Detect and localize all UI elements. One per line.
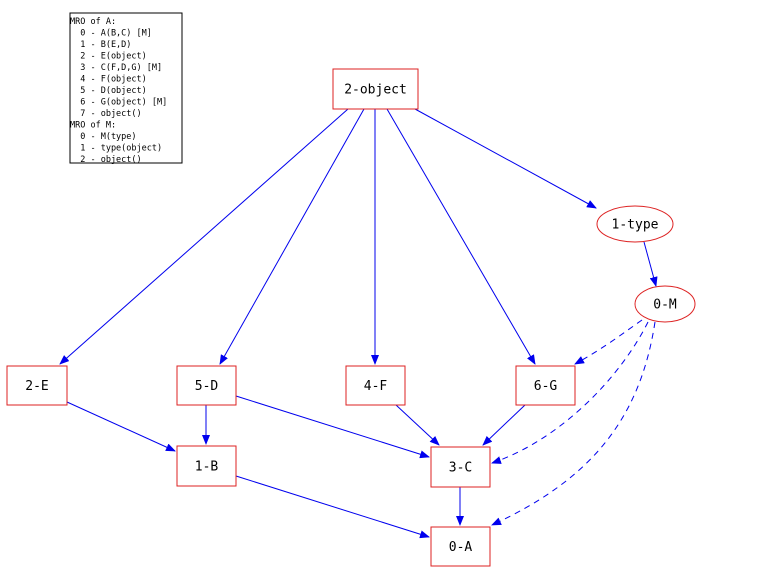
node-b: 1-B (176, 445, 237, 487)
node-d-shape (176, 365, 237, 406)
node-type-label: 1-type (612, 218, 659, 233)
node-g-shape (515, 365, 576, 406)
node-c: 3-C (430, 446, 491, 488)
node-a: 0-A (430, 526, 491, 567)
node-m: 0-M (634, 285, 696, 323)
edge-m-to-g (574, 319, 643, 365)
edges-layer (59, 108, 658, 539)
node-type-shape (596, 205, 674, 243)
edge-m-to-c (491, 321, 649, 464)
node-object-shape (332, 68, 419, 110)
legend-line: 3 - C(F,D,G) [M] (70, 63, 162, 73)
edge-g-to-c (482, 404, 526, 446)
node-f-shape (345, 365, 406, 406)
node-type: 1-type (596, 205, 674, 243)
legend-line: 2 - object() (70, 155, 142, 165)
node-a-label: 0-A (449, 540, 473, 555)
node-e: 2-E (6, 365, 68, 406)
node-a-shape (430, 526, 491, 567)
legend-line: 5 - D(object) (70, 86, 147, 96)
node-b-shape (176, 445, 237, 487)
legend-line: MRO of A: (70, 17, 116, 27)
legend-line: 2 - E(object) (70, 52, 147, 62)
legend-frame (69, 12, 183, 164)
node-g: 6-G (515, 365, 576, 406)
node-c-label: 3-C (449, 461, 472, 476)
edge-object-to-e (59, 108, 349, 365)
legend-line: 1 - B(E,D) (70, 40, 131, 50)
legend-line: 0 - M(type) (70, 132, 137, 142)
legend-line: 1 - type(object) (70, 144, 162, 154)
node-f: 4-F (345, 365, 406, 406)
node-m-shape (634, 285, 696, 323)
edge-e-to-b (66, 401, 176, 452)
node-object-label: 2-object (344, 83, 407, 98)
edge-d-to-c (235, 395, 430, 459)
legend-box: MRO of A: 0 - A(B,C) [M] 1 - B(E,D) 2 - … (69, 12, 183, 165)
node-e-shape (6, 365, 68, 406)
node-g-label: 6-G (534, 379, 558, 394)
legend-line: 7 - object() (70, 109, 142, 119)
legend-line: 4 - F(object) (70, 75, 147, 85)
node-e-label: 2-E (25, 379, 48, 394)
legend-line: 6 - G(object) [M] (70, 98, 167, 108)
edge-object-to-g (386, 108, 536, 365)
node-b-label: 1-B (195, 460, 219, 475)
node-m-label: 0-M (653, 298, 677, 313)
edge-f-to-c (395, 404, 440, 446)
legend-line: 0 - A(B,C) [M] (70, 29, 152, 39)
node-d: 5-D (176, 365, 237, 406)
node-f-label: 4-F (364, 379, 388, 394)
edge-b-to-a (235, 475, 430, 539)
edge-object-to-d (219, 108, 365, 365)
edge-m-to-a (491, 321, 656, 526)
node-c-shape (430, 446, 491, 488)
edge-object-to-type (414, 108, 597, 209)
legend-line: MRO of M: (70, 121, 116, 131)
node-d-label: 5-D (195, 379, 219, 394)
node-object: 2-object (332, 68, 419, 110)
nodes-layer: 2-object 1-type 0-M 2-E 5-D 4-F 6-G 1-B 3-C 0-A (6, 68, 696, 567)
edge-type-to-m (643, 241, 658, 287)
